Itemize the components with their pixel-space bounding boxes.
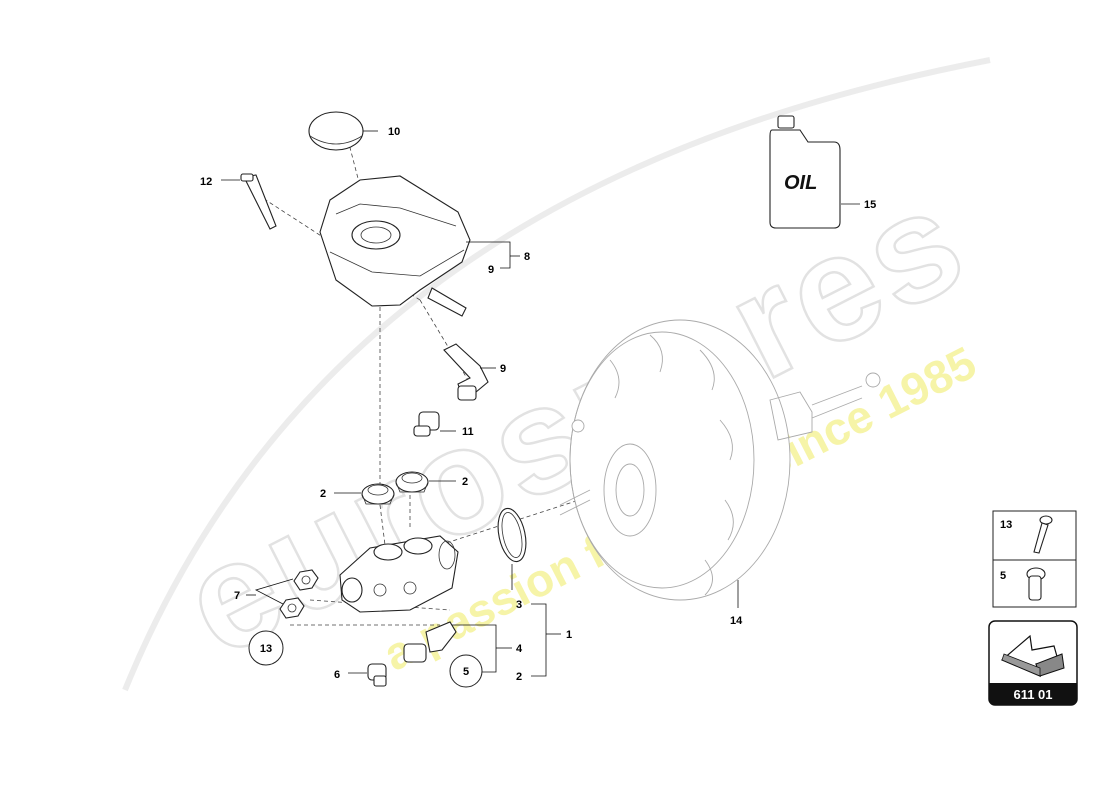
- master-cylinder-icon: [339, 535, 459, 613]
- svg-text:5: 5: [463, 666, 469, 678]
- callout-2-bottom: 2: [516, 671, 522, 683]
- page-reference: 611 01: [1013, 687, 1052, 702]
- oil-can-icon: OIL: [769, 115, 841, 229]
- pressure-sensor-icon: [403, 621, 457, 663]
- sealing-plug-icon: [367, 663, 387, 687]
- level-sensor-pin-icon: [240, 173, 277, 230]
- brake-fluid-reservoir-icon: [319, 175, 471, 317]
- callout-8: 8: [524, 251, 530, 263]
- hose-fitting-icon: [443, 343, 489, 401]
- screw-icon: [1026, 567, 1046, 601]
- brake-booster-icon: [559, 319, 881, 601]
- callout-labels: 10 12 8 9 9 11 2 2 7 3 1 4 2 6 14 15: [200, 126, 876, 683]
- callout-9-upper: 9: [488, 264, 494, 276]
- callout-7: 7: [234, 590, 240, 602]
- legend-row1-num: 13: [1000, 519, 1012, 531]
- circled-callout-5: 5: [449, 654, 483, 688]
- callout-11: 11: [462, 426, 474, 438]
- grommet-left-icon: [361, 483, 395, 505]
- callout-9-lower: 9: [500, 363, 506, 375]
- callout-10: 10: [388, 126, 400, 138]
- watermark-swoosh: [122, 57, 991, 692]
- legend-row2-num: 5: [1000, 570, 1006, 582]
- callout-4: 4: [516, 643, 523, 655]
- leader-lines: [221, 130, 860, 677]
- callout-1: 1: [566, 629, 572, 641]
- callout-2-right: 2: [462, 476, 468, 488]
- nut-upper-icon: [293, 569, 319, 591]
- callout-12: 12: [200, 176, 212, 188]
- bolt-icon: [1033, 515, 1053, 554]
- o-ring-icon: [497, 507, 527, 563]
- nut-lower-icon: [279, 597, 305, 619]
- callout-15: 15: [864, 199, 876, 211]
- arrow-icon: [1000, 634, 1065, 678]
- svg-text:13: 13: [260, 643, 272, 655]
- grommet-right-icon: [395, 471, 429, 493]
- callout-3: 3: [516, 599, 522, 611]
- fastener-legend: 13 5: [992, 510, 1077, 608]
- connector-plug-icon: [413, 411, 440, 437]
- circled-callout-13: 13: [248, 630, 284, 666]
- callout-6: 6: [334, 669, 340, 681]
- page-reference-box: 611 01: [988, 620, 1078, 706]
- callout-2-left: 2: [320, 488, 326, 500]
- reservoir-cap-icon: [308, 111, 364, 151]
- callout-14: 14: [730, 615, 743, 627]
- oil-can-label: OIL: [784, 172, 817, 194]
